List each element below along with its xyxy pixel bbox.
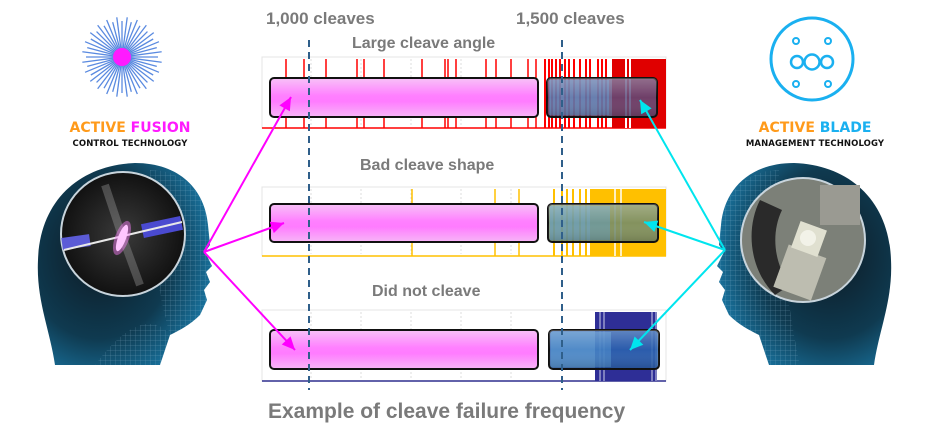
brand-title-fusion: FUSION [130,120,191,136]
starburst-ray [87,58,115,67]
starburst-ray [96,31,117,52]
starburst-ray [116,17,122,50]
starburst-ray [127,32,155,53]
starburst-ray [90,38,116,54]
starburst-ray [89,61,117,82]
starburst-ray [129,51,162,57]
row-title-large-cleave-angle: Large cleave angle [352,35,496,52]
fusion-arrow-large-cleave-angle [203,96,292,253]
starburst-ray [103,63,119,89]
chart-row [261,56,667,129]
starburst-ray [106,19,120,50]
fusion-bar [269,329,539,370]
starburst-ray [129,57,162,63]
starburst-ray [127,31,148,52]
brand-subtitle: MANAGEMENT TECHNOLOGY [745,139,885,149]
starburst-ray [129,58,157,67]
row-title-did-not-cleave: Did not cleave [372,283,481,300]
chart-row [261,309,667,382]
fusion-arrow-large-cleave-angle-head [279,97,291,112]
starburst-ray [126,62,147,90]
starburst-ray [89,32,117,53]
fusion-bar [269,203,539,243]
starburst-core [113,48,131,66]
row-title-bad-cleave-shape: Bad cleave shape [360,157,495,174]
right-brand: ACTIVE BLADE MANAGEMENT TECHNOLOGY [730,10,900,150]
milestone-label-1500: 1,500 cleaves [516,9,625,28]
blade-arrow-large-cleave-angle-head [640,100,652,115]
blade-arrow-bad-cleave-shape [643,221,726,251]
blade-arrow-did-not-cleave-head [630,336,644,350]
starburst-ray [124,64,138,95]
starburst-ray [84,59,115,73]
starburst-ray [106,64,120,95]
brand-title-blade: BLADE [819,120,872,136]
starburst-ray [112,22,121,50]
blade-bar-gloss [548,204,658,242]
blade-bar-gloss [547,78,657,117]
chart-row [261,186,667,257]
starburst-ray [122,17,128,50]
blade-arrow-bad-cleave-shape-head [644,220,659,232]
blade-arrow-did-not-cleave [629,249,726,351]
fusion-bar [269,77,539,118]
starburst-ray [129,41,160,55]
starburst-ray [112,64,121,92]
starburst-ray [126,24,147,52]
starburst-ray [129,59,160,73]
starburst-ray [103,25,119,51]
starburst-ray [125,25,141,51]
diagram-caption: Example of cleave failure frequency [268,400,626,423]
starburst-ray [82,51,115,57]
milestone-label-1000: 1,000 cleaves [266,9,375,28]
starburst-ray [122,64,128,97]
brand-title-active: ACTIVE [69,120,126,136]
starburst-ray [97,24,118,52]
starburst-ray [116,64,122,97]
fusion-arrow-did-not-cleave-head [281,336,295,350]
starburst-ray [123,64,132,92]
starburst-ray [127,62,148,83]
brand-subtitle: CONTROL TECHNOLOGY [72,139,188,149]
brand-title-active: ACTIVE [758,120,815,136]
fusion-arrow-did-not-cleave [203,251,296,351]
starburst-ray [90,60,116,76]
starburst-ray [128,60,154,76]
starburst-icon [82,17,162,97]
starburst-ray [96,62,117,83]
starburst-ray [127,61,155,82]
starburst-ray [87,47,115,56]
starburst-ray [124,19,138,50]
starburst-ray [123,22,132,50]
fusion-arrow-bad-cleave-shape-head [269,221,284,234]
starburst-ray [84,41,115,55]
blade-arrow-large-cleave-angle [639,99,726,251]
blade-bar-gloss [549,330,659,369]
starburst-ray [82,57,115,63]
starburst-ray [97,62,118,90]
starburst-ray [128,38,154,54]
starburst-ray [125,63,141,89]
starburst-ray [129,47,157,56]
blade-disc-icon [769,16,855,102]
left-brand: ACTIVE FUSION CONTROL TECHNOLOGY [60,10,200,149]
fusion-arrow-bad-cleave-shape [203,222,285,253]
